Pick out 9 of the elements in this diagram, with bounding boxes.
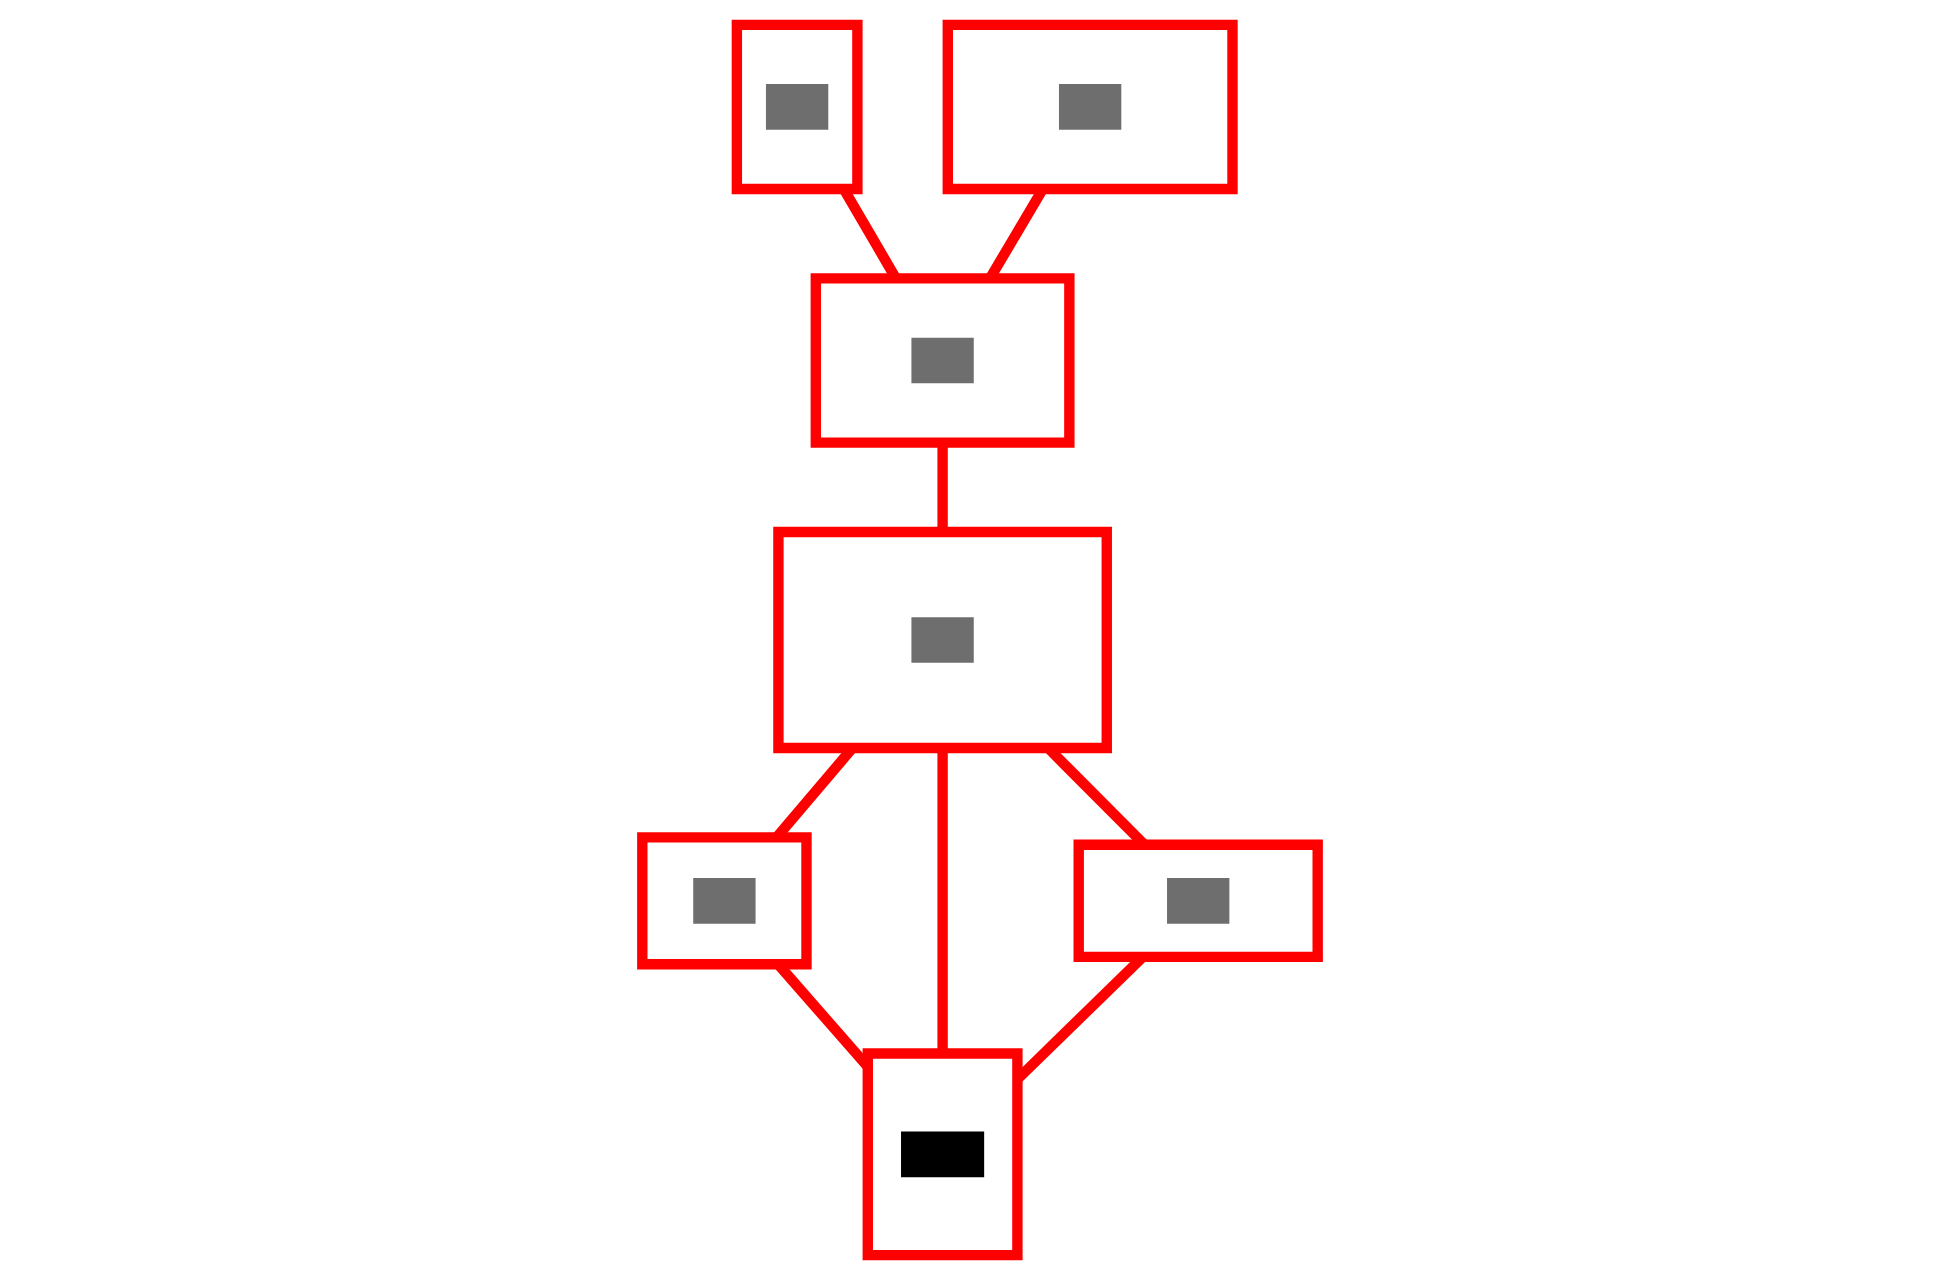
node-box	[862, 1048, 1023, 1261]
node-box	[773, 526, 1112, 754]
node-box	[810, 273, 1075, 448]
node-box	[942, 19, 1238, 195]
node-box	[637, 832, 812, 970]
connector	[937, 442, 948, 532]
node-box	[731, 19, 863, 195]
node-box	[1073, 839, 1323, 963]
connector	[937, 748, 948, 1053]
